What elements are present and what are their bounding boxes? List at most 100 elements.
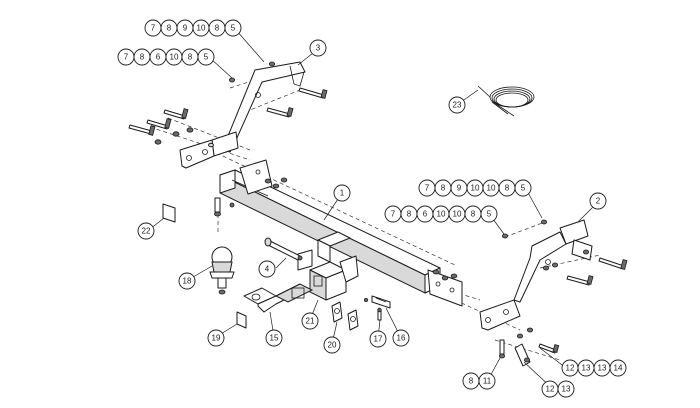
callout-number: 5: [231, 24, 236, 33]
callout-number: 7: [425, 184, 430, 193]
hitch-pin: [264, 237, 303, 261]
callout-balloon: 10: [192, 19, 210, 37]
callout-number: 5: [521, 184, 526, 193]
svg-text:2: 2: [596, 197, 601, 206]
callout-number: 10: [437, 210, 446, 219]
svg-text:18: 18: [183, 277, 192, 286]
callout-number: 13: [562, 385, 571, 394]
svg-text:17: 17: [374, 335, 383, 344]
callout-balloon: 7: [384, 205, 402, 223]
callout-23: 23: [448, 96, 466, 114]
callout-balloon: 10: [482, 179, 500, 197]
callout-balloon: 10: [466, 179, 484, 197]
callout-15: 15: [265, 329, 283, 347]
callout-balloon: 10: [432, 205, 450, 223]
callout-4: 4: [258, 260, 276, 278]
callout-balloon: 6: [149, 48, 167, 66]
callout-number: 8: [441, 184, 446, 193]
callout-balloon: 13: [577, 359, 595, 377]
callout-number: 10: [170, 53, 179, 62]
receiver-sleeve: [297, 249, 359, 301]
callout-balloon: 8: [181, 48, 199, 66]
callout-balloon: 10: [165, 48, 183, 66]
callout-number: 7: [391, 210, 396, 219]
svg-text:15: 15: [270, 334, 279, 343]
callout-number: 8: [215, 24, 220, 33]
callout-balloon: 5: [197, 48, 215, 66]
callout-balloon: 13: [593, 359, 611, 377]
callout-number: 5: [487, 210, 492, 219]
callout-number: 10: [453, 210, 462, 219]
spacer-plate-22: [162, 203, 176, 223]
callout-number: 8: [471, 210, 476, 219]
callout-20: 20: [323, 336, 341, 354]
callout-number: 8: [167, 24, 172, 33]
svg-text:21: 21: [306, 317, 315, 326]
callout-number: 9: [183, 24, 188, 33]
callout-balloon: 5: [224, 19, 242, 37]
callout-19: 19: [207, 329, 225, 347]
callout-18: 18: [178, 272, 196, 290]
callout-balloon: 7: [418, 179, 436, 197]
callout-balloon: 8: [498, 179, 516, 197]
callout-number: 5: [204, 53, 209, 62]
callout-number: 11: [483, 377, 492, 386]
callout-number: 10: [471, 184, 480, 193]
callout-21: 21: [301, 312, 319, 330]
callout-balloon: 10: [448, 205, 466, 223]
callout-number: 8: [407, 210, 412, 219]
callout-balloon: 9: [450, 179, 468, 197]
callout-balloon: 5: [480, 205, 498, 223]
svg-text:22: 22: [142, 227, 151, 236]
svg-text:1: 1: [340, 189, 345, 198]
main-cross-beam: [219, 159, 463, 307]
callout-balloon: 8: [160, 19, 178, 37]
callout-number: 8: [140, 53, 145, 62]
wiring-harness-coil: [477, 85, 535, 117]
callout-row-bottom-mid: 12 13: [541, 380, 575, 398]
callout-2: 2: [589, 192, 607, 210]
callout-3: 3: [309, 39, 327, 57]
spacer-plate-19: [236, 311, 247, 329]
small-pin: [363, 297, 382, 321]
safety-chain-bracket: [331, 301, 359, 331]
callout-balloon: 8: [133, 48, 151, 66]
right-side-bracket: [479, 219, 593, 331]
drop-bracket: [243, 283, 314, 313]
callout-number: 6: [423, 210, 428, 219]
callout-balloon: 8: [462, 372, 480, 390]
callout-number: 10: [197, 24, 206, 33]
callout-balloon: 13: [557, 380, 575, 398]
callout-16: 16: [392, 329, 410, 347]
callout-balloon: 11: [478, 372, 496, 390]
callout-balloon: 6: [416, 205, 434, 223]
callout-balloon: 5: [514, 179, 532, 197]
callout-balloon: 8: [434, 179, 452, 197]
right-bracket-bolts: [498, 219, 628, 367]
callout-number: 10: [487, 184, 496, 193]
svg-text:23: 23: [453, 101, 462, 110]
callout-number: 7: [151, 24, 156, 33]
callout-number: 14: [614, 364, 623, 373]
assembly-guide-lines: [149, 74, 601, 361]
callout-balloon: 9: [176, 19, 194, 37]
callout-number: 12: [546, 385, 555, 394]
callout-balloon: 7: [144, 19, 162, 37]
callout-row-bottom-left: 8 11: [462, 372, 496, 390]
callout-balloon: 12: [541, 380, 559, 398]
left-side-bracket: [179, 61, 306, 169]
callout-number: 8: [188, 53, 193, 62]
tow-ball: [209, 246, 235, 295]
callout-row-top-left-upper: 7 8 9 10 8 5: [144, 19, 242, 37]
beam-fasteners: [214, 177, 458, 281]
callout-number: 8: [469, 377, 474, 386]
svg-text:3: 3: [316, 44, 321, 53]
left-bracket-bolts: [128, 61, 328, 148]
svg-text:19: 19: [212, 334, 221, 343]
callout-number: 6: [156, 53, 161, 62]
callout-number: 12: [566, 364, 575, 373]
